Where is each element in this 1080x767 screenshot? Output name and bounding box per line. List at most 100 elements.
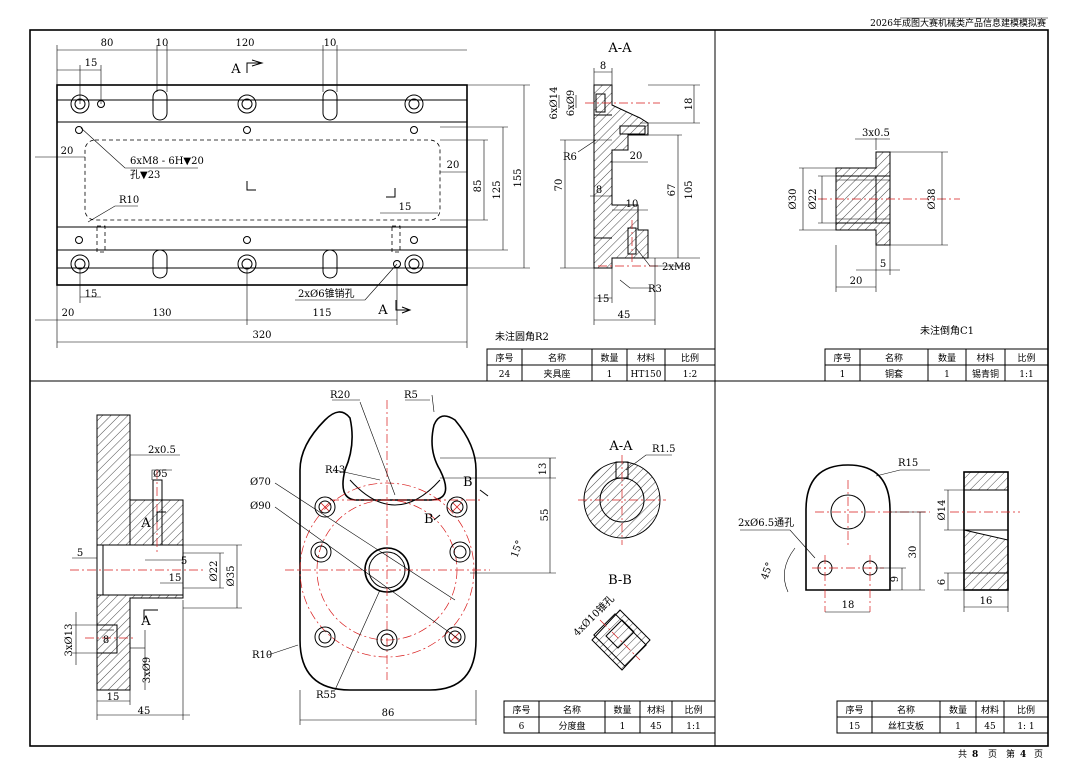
dim-20-bottom: 20 — [62, 308, 75, 319]
section-bb-label: B-B — [608, 573, 632, 588]
dim-125: 125 — [492, 180, 503, 199]
sec-dim-70: 70 — [554, 179, 565, 192]
sec-dim-15: 15 — [597, 294, 610, 305]
bracket-dim-6: 6 — [937, 579, 948, 585]
title-block-bushing-cell-0: 1 — [840, 370, 846, 380]
title-block-screw-bracket-cell-0: 15 — [849, 722, 861, 732]
dim-155: 155 — [513, 168, 524, 187]
title-block-fixture-base-cell-0: 24 — [499, 370, 511, 380]
sec-dim-2xm8: 2xM8 — [662, 262, 691, 273]
bushing-chamfer-note: 未注倒角C1 — [920, 324, 974, 337]
dim-10b: 10 — [324, 38, 337, 49]
title-block-index-plate — [503, 700, 716, 734]
title-block-bushing-cell-2: 1 — [944, 370, 950, 380]
bracket-angle-45: 45° — [759, 561, 775, 581]
title-block-bushing-cell-4: 1:1 — [1019, 370, 1033, 380]
front-r43: R43 — [325, 465, 345, 476]
index-plate-section-aa — [578, 454, 672, 545]
sheet-footer: 共 8 页 第 4 页 — [958, 748, 1043, 760]
fixture-base-top-view-dims: 80 10 120 10 15 A 20 6xM8 - 6H▼20 孔▼23 R… — [61, 38, 524, 341]
pin-hole-callout: 2xØ6锥销孔 — [298, 287, 355, 300]
front-d90: Ø90 — [250, 501, 271, 512]
side-d5-hole: Ø5 — [153, 469, 168, 480]
screw-bracket-front-view — [740, 464, 930, 613]
sec-dim-6x14: 6xØ14 — [549, 87, 560, 120]
title-block-index-plate-header-3: 材料 — [647, 704, 665, 716]
title-block-bushing-cell-1: 铜套 — [885, 368, 903, 380]
bracket-d14: Ø14 — [937, 500, 948, 521]
dim-20-left: 20 — [61, 146, 74, 157]
title-block-index-plate-header-4: 比例 — [684, 704, 702, 716]
title-block-screw-bracket-cell-1: 丝杠支板 — [888, 720, 924, 732]
dim-15-bottom: 15 — [85, 289, 98, 300]
sec-dim-r3: R3 — [648, 284, 662, 295]
screw-bracket-side-view — [944, 471, 1020, 612]
title-block-fixture-base-header-1: 名称 — [548, 352, 566, 364]
side-dim-5b: 5 — [181, 556, 187, 567]
title-block-index-plate-header-2: 数量 — [613, 704, 631, 716]
dim-120: 120 — [235, 38, 254, 49]
sec-dim-105: 105 — [684, 180, 695, 199]
side-d35: Ø35 — [226, 566, 237, 587]
title-block-fixture-base-header-0: 序号 — [495, 352, 513, 364]
title-block-index-plate-cell-2: 1 — [620, 722, 626, 732]
front-cut-b1: B — [463, 475, 473, 490]
title-block-fixture-base-header-3: 材料 — [637, 352, 655, 364]
title-block-index-plate-cell-4: 1:1 — [686, 722, 700, 732]
footer-total: 8 — [972, 750, 978, 760]
hole-depth-callout: 孔▼23 — [130, 169, 160, 181]
bracket-holes: 2xØ6.5通孔 — [738, 517, 794, 529]
title-block-index-plate-header-1: 名称 — [563, 704, 581, 716]
front-dim-13: 13 — [538, 463, 549, 476]
dim-320: 320 — [252, 330, 271, 341]
section-aa-r15: R1.5 — [652, 444, 675, 455]
bushing-dim-5: 5 — [880, 259, 886, 270]
title-block-fixture-base-header-4: 比例 — [681, 352, 699, 364]
side-dim-5a: 5 — [77, 548, 83, 559]
title-block-bushing-header-2: 数量 — [938, 352, 956, 364]
bushing-view — [799, 138, 960, 292]
sec-dim-20: 20 — [630, 151, 643, 162]
index-plate-section-bb — [591, 609, 651, 671]
title-block-bushing-header-0: 序号 — [833, 352, 851, 364]
title-block-fixture-base — [486, 348, 716, 382]
title-block-fixture-base-cell-3: HT150 — [630, 370, 661, 380]
title-block-screw-bracket-header-0: 序号 — [845, 704, 863, 716]
fixture-base-top-view — [35, 45, 530, 348]
sec-dim-45: 45 — [618, 310, 631, 321]
title-block-fixture-base-header-2: 数量 — [600, 352, 618, 364]
front-dim-55: 55 — [540, 509, 551, 522]
title-block-screw-bracket-header-2: 数量 — [949, 704, 967, 716]
bushing-d38: Ø38 — [927, 189, 938, 210]
side-dim-45: 45 — [138, 706, 151, 717]
title-block-bushing — [824, 348, 1049, 382]
index-plate-front-dims: R20 R5 R43 Ø70 Ø90 13 55 B B 15° R10 R55… — [250, 390, 551, 719]
front-r10: R10 — [252, 650, 272, 661]
sec-dim-r6: R6 — [563, 152, 577, 163]
sec-dim-18: 18 — [684, 98, 695, 111]
side-dim-15: 15 — [169, 573, 182, 584]
title-block-index-plate-cell-1: 分度盘 — [558, 720, 585, 732]
front-r5: R5 — [404, 390, 418, 401]
dim-20-right: 20 — [447, 160, 460, 171]
title-block-fixture-base-cell-1: 夹具座 — [543, 368, 570, 380]
title-block-index-plate-cell-0: 6 — [519, 722, 525, 732]
bushing-d22: Ø22 — [808, 189, 819, 210]
dim-r10: R10 — [119, 195, 139, 206]
title-block-fixture-base-cell-2: 1 — [607, 370, 613, 380]
cut-plane-a-bottom: A — [377, 303, 388, 318]
title-block-bushing-header-4: 比例 — [1017, 352, 1035, 364]
title-block-index-plate-cell-3: 45 — [650, 722, 662, 732]
index-plate-side-section — [70, 414, 242, 720]
section-aa-label: A-A — [608, 439, 633, 454]
side-dim-8: 8 — [103, 635, 109, 646]
side-dim-15b: 15 — [107, 692, 120, 703]
front-r20: R20 — [330, 390, 350, 401]
bushing-view-dims: 3x0.5 Ø30 Ø22 Ø38 5 20 — [788, 128, 938, 287]
dim-10a: 10 — [156, 38, 169, 49]
title-block-screw-bracket-cell-2: 1 — [955, 722, 961, 732]
dim-80: 80 — [101, 38, 114, 49]
side-cut-a: A — [140, 516, 151, 531]
